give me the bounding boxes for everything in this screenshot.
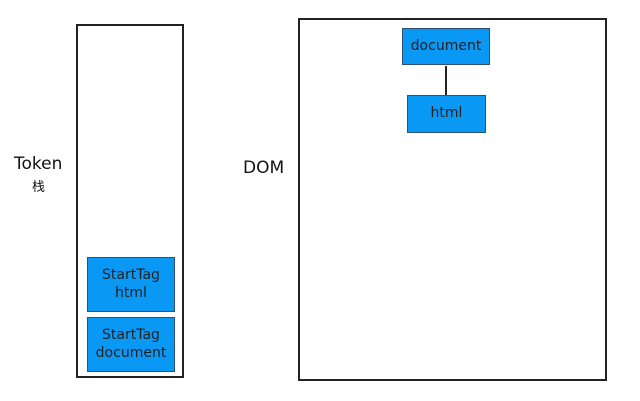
dom-label: DOM [243, 158, 285, 178]
stack-item-line2: document [95, 344, 167, 361]
stack-item-line1: StartTag [102, 267, 160, 283]
stack-item-starttag-html: StartTag html [87, 257, 175, 312]
stack-item-starttag-document: StartTag document [87, 317, 175, 372]
dom-node-label: html [430, 105, 463, 122]
stack-item-line2: html [115, 284, 147, 301]
dom-tree-box [298, 18, 607, 381]
dom-node-label: document [410, 37, 482, 54]
token-label: Token [14, 154, 63, 174]
dom-node-html: html [407, 95, 486, 133]
stack-label: 栈 [32, 180, 46, 195]
dom-node-document: document [402, 28, 490, 65]
dom-connector-line [445, 66, 447, 95]
stack-item-line1: StartTag [102, 327, 160, 343]
